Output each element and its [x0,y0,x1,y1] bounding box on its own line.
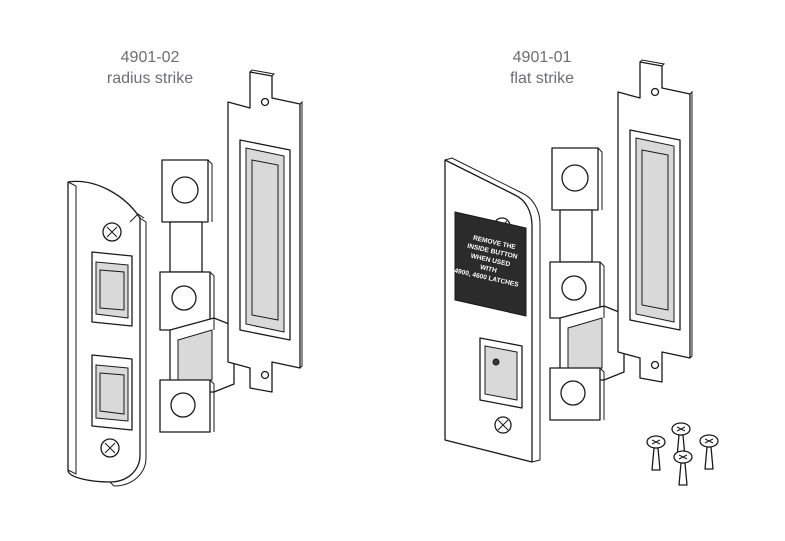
flat-strike-description: flat strike [509,70,574,87]
screw-3 [699,434,719,470]
radius-strike-caption: 4901-02 radius strike [75,47,225,89]
flat-strike-lip-bracket [549,147,625,421]
radius-strike-description: radius strike [106,70,194,87]
flat-strike-model: 4901-01 [512,49,572,66]
radius-strike-plate [67,180,147,487]
warning-line-4: WITH [479,264,497,275]
flat-strike-frame-plate [617,59,693,383]
flat-strike-caption: 4901-01 flat strike [467,47,617,89]
mounting-screws [646,422,719,486]
radius-strike-model: 4901-02 [120,49,180,66]
radius-strike-frame-plate [227,69,303,393]
warning-label: REMOVE THE INSIDE BUTTON WHEN USED WITH … [454,211,527,317]
screw-4 [673,450,693,486]
screw-1 [646,435,666,471]
radius-strike-lip-bracket [159,159,235,433]
flat-strike-plate: REMOVE THE INSIDE BUTTON WHEN USED WITH … [444,157,541,463]
